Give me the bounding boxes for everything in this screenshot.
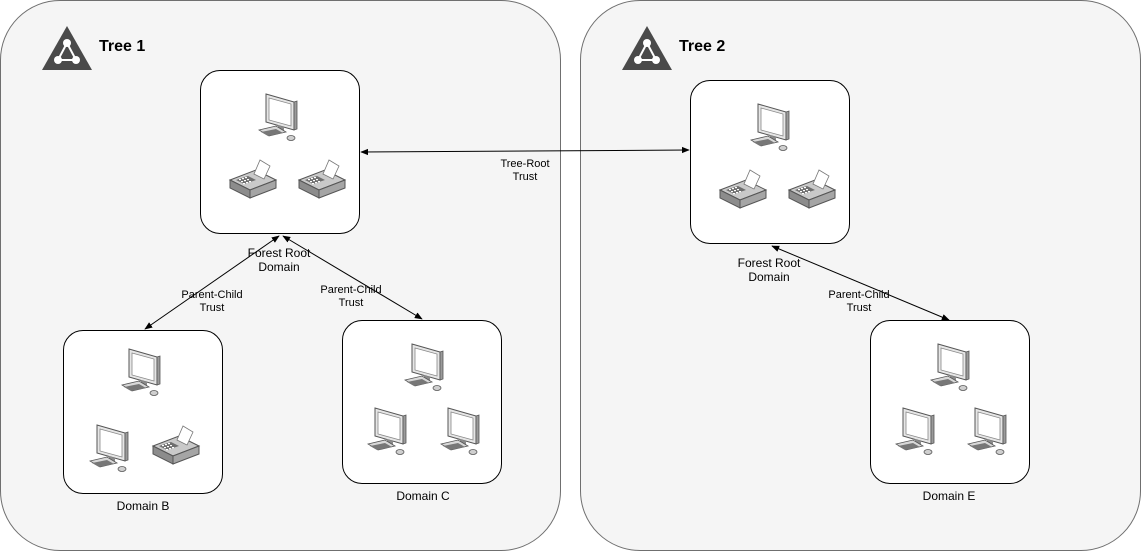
computer-monitor-icon: [121, 347, 163, 399]
computer-monitor-icon: [258, 92, 300, 144]
parent-child-trust-label-c: Parent-Child Trust: [320, 284, 382, 309]
fax-machine-icon: [228, 158, 278, 202]
computer-monitor-icon: [967, 406, 1009, 458]
tree-2-title: Tree 2: [679, 38, 726, 55]
fax-machine-icon: [787, 168, 837, 212]
computer-monitor-icon: [367, 406, 409, 458]
parent-child-trust-arrow-c: [282, 235, 423, 320]
domain-label-e: Domain E: [922, 489, 976, 503]
tree-root-trust-arrow: [360, 146, 690, 156]
tree-1-title: Tree 1: [99, 38, 146, 55]
domain-label-forest-root-tree-2: Forest Root Domain: [737, 256, 801, 284]
fax-machine-icon: [718, 168, 768, 212]
tree-network-icon: [622, 26, 672, 70]
tree-network-icon: [42, 26, 92, 70]
domain-box-forest-root-tree-2: [690, 80, 850, 244]
parent-child-trust-arrow-b: [144, 235, 280, 330]
computer-monitor-icon: [930, 342, 972, 394]
parent-child-trust-label-e: Parent-Child Trust: [828, 289, 890, 314]
computer-monitor-icon: [404, 342, 446, 394]
domain-label-b: Domain B: [116, 499, 170, 513]
tree-root-trust-label: Tree-Root Trust: [500, 158, 550, 183]
computer-monitor-icon: [440, 406, 482, 458]
parent-child-trust-arrow-e: [771, 245, 950, 321]
domain-box-forest-root-tree-1: [200, 70, 360, 234]
domain-label-c: Domain C: [396, 489, 450, 503]
computer-monitor-icon: [89, 423, 131, 475]
fax-machine-icon: [151, 424, 201, 468]
fax-machine-icon: [297, 158, 347, 202]
parent-child-trust-label-b: Parent-Child Trust: [181, 289, 243, 314]
computer-monitor-icon: [750, 102, 792, 154]
computer-monitor-icon: [895, 406, 937, 458]
domain-label-forest-root-tree-1: Forest Root Domain: [247, 246, 311, 274]
